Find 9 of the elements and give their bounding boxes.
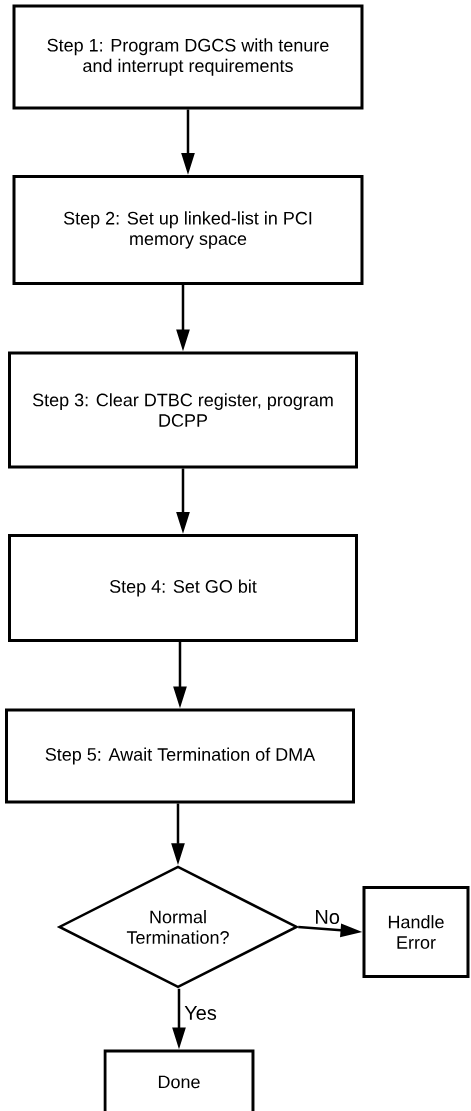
process-box: Step 4: Set GO bit [8, 534, 358, 642]
process-box: Step 1: Program DGCS with tenure and interrupt requirements [12, 4, 364, 110]
process-box: Done [103, 1049, 255, 1111]
process-box: Handle Error [362, 886, 470, 978]
edge-label: Yes [184, 1006, 217, 1020]
process-box: Step 3: Clear DTBC register, program DCPP [8, 351, 358, 469]
process-box: Step 5: Await Termination of DMA [5, 708, 355, 804]
process-box: Step 2: Set up linked-list in PCI memory space [12, 175, 364, 285]
edge-label: No [316, 910, 340, 925]
